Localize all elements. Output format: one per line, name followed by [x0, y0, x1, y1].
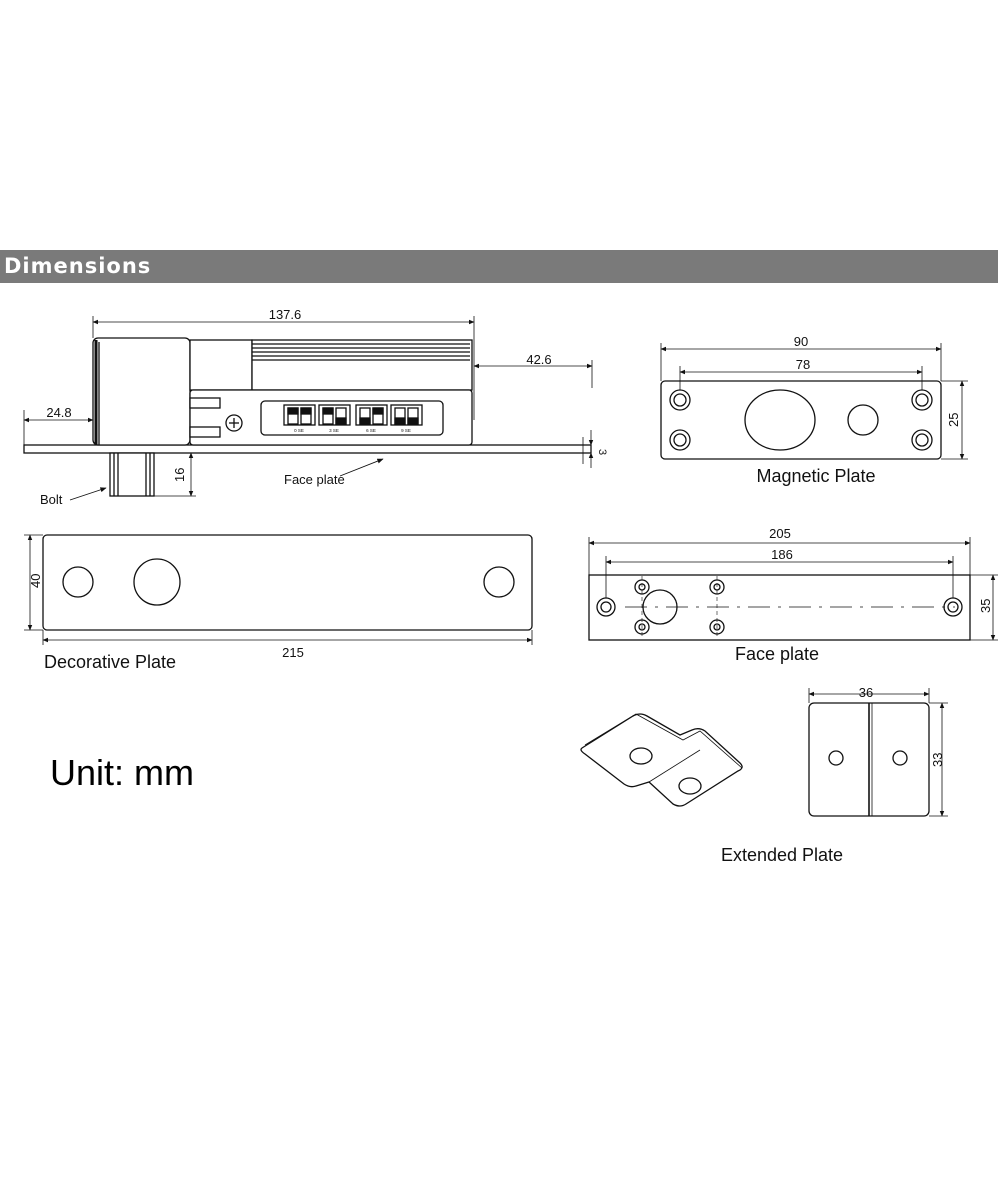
- dim-height: 35: [978, 599, 993, 613]
- dip-switch-3: [318, 404, 351, 426]
- dim-holes: 78: [796, 357, 810, 372]
- face-plate-strip: [23, 444, 592, 454]
- dim-height: 33: [930, 753, 945, 767]
- dim-width: 36: [859, 685, 873, 700]
- dim-holes: 186: [771, 547, 793, 562]
- decorative-plate-view: [24, 534, 533, 645]
- switch-label: 9 SE: [401, 428, 411, 433]
- label-face-plate: Face plate: [284, 472, 345, 487]
- dim-bolt: 16: [172, 468, 187, 482]
- bolt-hole: [642, 589, 678, 625]
- switch-label: 3 SE: [329, 428, 339, 433]
- dim-width: 205: [769, 526, 791, 541]
- dim-height: 40: [28, 574, 43, 588]
- face-plate: [588, 574, 971, 641]
- decorative-plate-labels: 40 215 Decorative Plate: [28, 574, 304, 672]
- dip-switch-0: [283, 404, 316, 426]
- unit-label: Unit: mm: [50, 752, 194, 793]
- dim-length: 137.6: [269, 307, 302, 322]
- extended-plate-labels: 36 33 Extended Plate: [721, 685, 945, 865]
- end-cap: [92, 337, 191, 446]
- switch-label: 6 SE: [366, 428, 376, 433]
- decorative-plate-title: Decorative Plate: [44, 652, 176, 672]
- lock-body-view: [23, 316, 594, 501]
- extended-plate-iso: [580, 713, 743, 807]
- magnetic-plate-title: Magnetic Plate: [756, 466, 875, 486]
- face-plate-title: Face plate: [735, 644, 819, 664]
- magnetic-plate: [660, 380, 942, 460]
- magnetic-plate-view: [660, 343, 968, 460]
- bolt: [109, 452, 155, 497]
- magnetic-plate-labels: 90 78 25 Magnetic Plate: [756, 334, 961, 486]
- magnet-hole: [744, 389, 816, 451]
- face-plate-labels: 205 186 35 Face plate: [735, 526, 993, 664]
- lock-body-labels: 137.6 42.6 24.8 3 16 Bolt Face plate 0 S…: [40, 307, 608, 507]
- dimensions-banner: Dimensions: [0, 250, 998, 283]
- extended-plate-view: [580, 688, 948, 817]
- dim-width: 90: [794, 334, 808, 349]
- dim-offset: 24.8: [46, 405, 71, 420]
- dim-plate-thickness: 3: [596, 449, 608, 455]
- dim-height: 25: [946, 413, 961, 427]
- decorative-plate: [42, 534, 533, 631]
- dim-width: 215: [282, 645, 304, 660]
- face-plate-view: [588, 537, 998, 641]
- switch-label: 0 SE: [294, 428, 304, 433]
- label-bolt: Bolt: [40, 492, 63, 507]
- section-title: Dimensions: [4, 254, 152, 278]
- dim-tail: 42.6: [526, 352, 551, 367]
- extended-plate-title: Extended Plate: [721, 845, 843, 865]
- dip-switch-6: [355, 404, 388, 426]
- housing-block: [189, 339, 253, 391]
- dip-switch-9: [390, 404, 423, 426]
